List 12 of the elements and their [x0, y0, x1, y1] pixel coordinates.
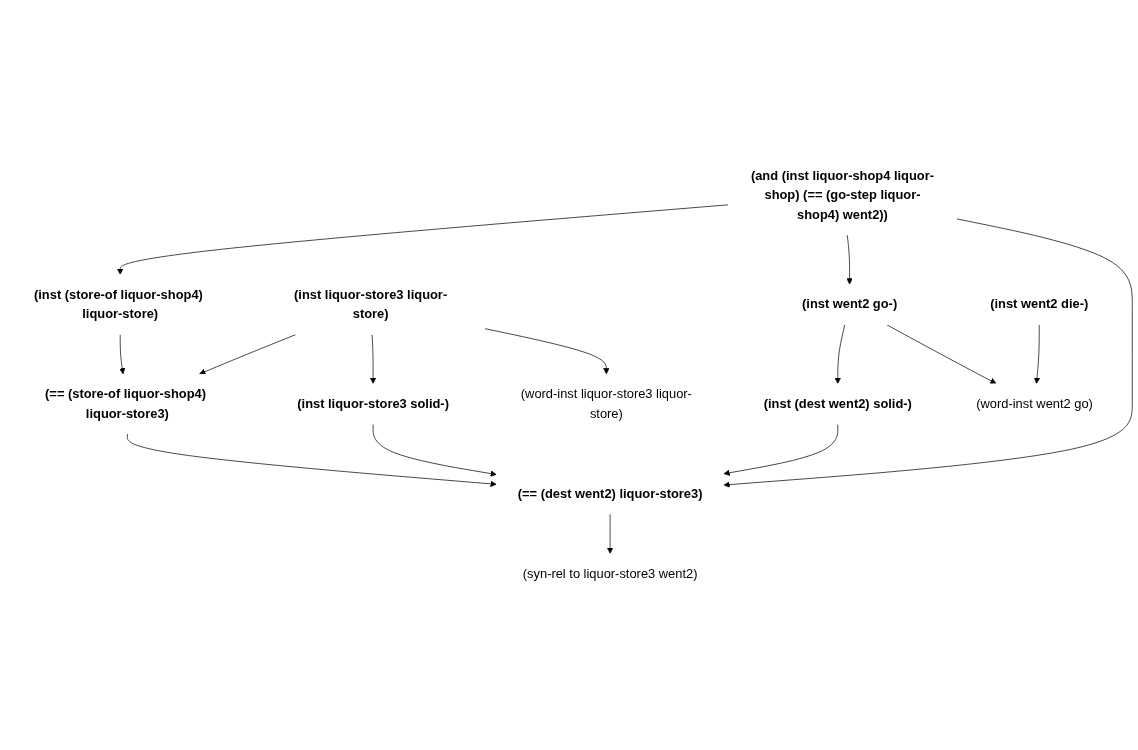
- node-text: (inst (store-of liquor-shop4) liquor-store): [34, 287, 203, 321]
- node-text: (syn-rel to liquor-store3 went2): [522, 566, 698, 581]
- node-text: (== (dest went2) liquor-store3): [517, 486, 703, 501]
- node-text: (== (store-of liquor-shop4) liquor-store3): [45, 386, 207, 421]
- node-text: (inst (dest went2) solid-): [763, 396, 912, 411]
- node-text: (inst liquor-store3 solid-): [297, 396, 449, 411]
- node-text: (word-inst liquor-store3 liquor-store): [520, 386, 692, 421]
- node-text: (inst liquor-store3 liquor-store): [294, 287, 448, 321]
- node-text: (and (inst liquor-shop4 liquor-shop) (== (go-step liquor-shop4) went2)): [750, 168, 935, 222]
- node-text: (inst went2 die-): [990, 297, 1089, 312]
- node-text: (inst went2 go-): [802, 297, 898, 312]
- node-text: (word-inst went2 go): [976, 396, 1093, 411]
